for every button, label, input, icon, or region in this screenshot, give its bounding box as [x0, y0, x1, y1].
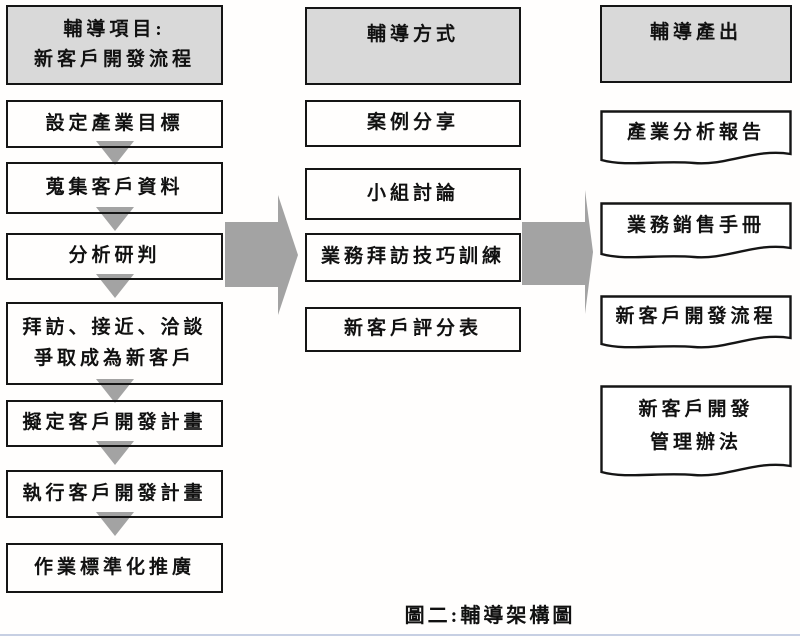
column-header-projects-line1: 輔導項目: — [63, 18, 166, 40]
method-label: 新客戶評分表 — [343, 318, 482, 340]
flow-step-box: 執行客戶開發計畫 — [6, 470, 223, 518]
output-doc-label: 產業分析報告 — [626, 121, 765, 143]
flow-step-label: 蒐集客戶資料 — [45, 176, 184, 198]
right-arrow-icon — [522, 190, 593, 314]
method-label: 案例分享 — [366, 112, 459, 134]
flow-step-label-line1: 拜訪、接近、洽談 — [22, 317, 207, 339]
column-header-projects-line2: 新客戶開發流程 — [33, 49, 195, 70]
output-doc: 業務銷售手冊 — [600, 202, 792, 262]
method-box: 小組討論 — [305, 168, 521, 220]
document-shape-icon — [600, 295, 792, 349]
flow-step-label: 設定產業目標 — [45, 112, 184, 134]
output-doc-label: 新客戶開發 管理辦法 — [600, 385, 792, 468]
right-arrow-icon — [225, 195, 298, 315]
output-doc-label-line1: 新客戶開發 — [638, 399, 754, 421]
flow-step-label: 擬定客戶開發計畫 — [22, 412, 207, 434]
flow-step-box: 設定產業目標 — [6, 100, 223, 148]
document-shape-icon — [600, 385, 792, 477]
figure-caption: 圖二:輔導架構圖 — [404, 605, 576, 627]
column-header-projects: 輔導項目: 新客戶開發流程 — [6, 5, 223, 85]
output-doc: 新客戶開發流程 — [600, 295, 792, 352]
method-box: 業務拜訪技巧訓練 — [305, 233, 521, 282]
flow-step-box: 擬定客戶開發計畫 — [6, 400, 223, 447]
method-box: 案例分享 — [305, 100, 521, 147]
flow-step-box: 分析研判 — [6, 233, 223, 280]
flow-step-box: 作業標準化推廣 — [6, 543, 223, 593]
bottom-divider — [0, 634, 800, 636]
method-box: 新客戶評分表 — [305, 307, 521, 352]
flow-step-label-line2: 爭取成為新客戶 — [33, 347, 195, 369]
down-arrow-icon — [96, 141, 134, 165]
flow-step-box: 拜訪、接近、洽談 爭取成為新客戶 — [6, 302, 223, 385]
document-shape-icon — [600, 202, 792, 259]
column-header-outputs: 輔導產出 — [600, 5, 792, 83]
down-arrow-icon — [96, 207, 134, 231]
document-shape-icon — [600, 110, 792, 165]
output-doc: 新客戶開發 管理辦法 — [600, 385, 792, 480]
flow-step-label: 作業標準化推廣 — [33, 556, 195, 578]
output-doc: 產業分析報告 — [600, 110, 792, 168]
flow-step-label: 執行客戶開發計畫 — [22, 482, 207, 504]
method-label: 業務拜訪技巧訓練 — [320, 246, 505, 268]
column-header-methods-label: 輔導方式 — [366, 24, 459, 45]
flow-step-label: 分析研判 — [68, 245, 161, 267]
column-header-methods: 輔導方式 — [305, 7, 521, 85]
output-doc-label: 新客戶開發流程 — [615, 306, 777, 328]
flow-step-box: 蒐集客戶資料 — [6, 162, 223, 214]
method-label: 小組討論 — [366, 182, 459, 204]
column-header-outputs-label: 輔導產出 — [649, 22, 742, 43]
output-doc-label-line2: 管理辦法 — [649, 431, 742, 453]
output-doc-label: 業務銷售手冊 — [626, 214, 765, 236]
